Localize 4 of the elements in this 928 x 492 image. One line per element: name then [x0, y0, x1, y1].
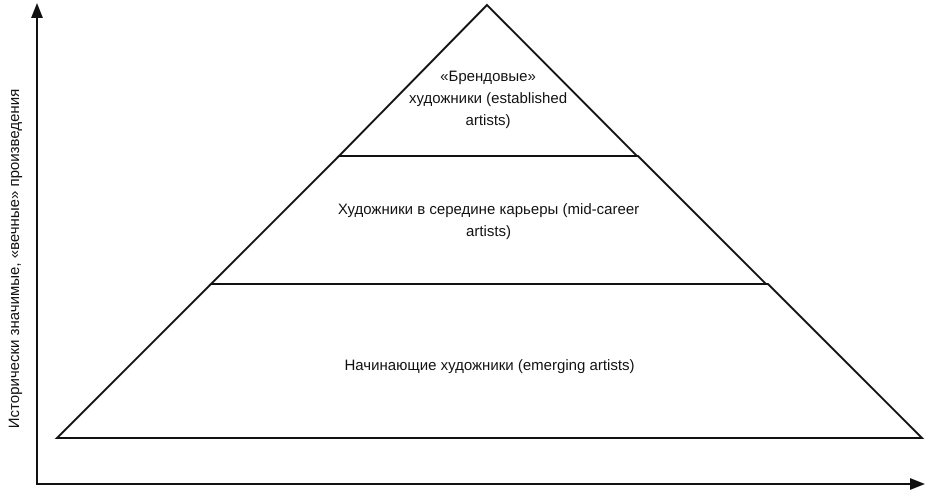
y-axis-label: Исторически значимые, «вечные» произведения	[6, 88, 23, 428]
tier-label: Начинающие художники (emerging artists)	[344, 356, 635, 376]
tier-label: «Брендовые» художники (established artists)	[408, 67, 568, 131]
tier-label: Художники в середине карьеры (mid-career artists)	[336, 200, 640, 242]
